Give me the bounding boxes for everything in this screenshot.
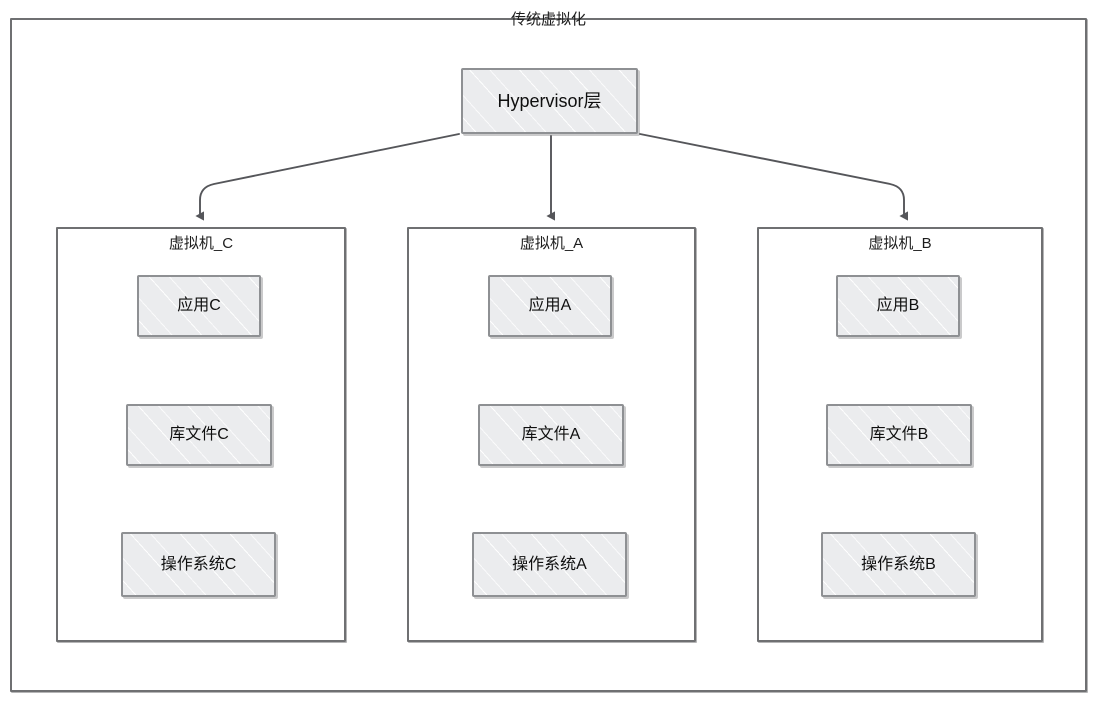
vm-container-1-title: 虚拟机_A bbox=[519, 235, 584, 252]
outer-container-traditional-virtualization: 传统虚拟化 bbox=[10, 11, 1087, 692]
vm-1-app-box: 应用A bbox=[488, 275, 612, 337]
outer-container-title: 传统虚拟化 bbox=[510, 11, 586, 28]
hypervisor-label: Hypervisor层 bbox=[497, 91, 602, 111]
vm-container-1: 虚拟机_A bbox=[407, 227, 696, 642]
vm-container-0: 虚拟机_C bbox=[56, 227, 346, 642]
vm-1-app-label: 应用A bbox=[528, 297, 572, 314]
vm-0-app-label: 应用C bbox=[177, 297, 221, 314]
vm-0-os-label: 操作系统C bbox=[160, 555, 237, 573]
hypervisor-box: Hypervisor层 bbox=[461, 68, 638, 134]
vm-2-app-label: 应用B bbox=[876, 297, 920, 314]
vm-container-2: 虚拟机_B bbox=[757, 227, 1043, 642]
vm-0-lib-label: 库文件C bbox=[169, 426, 229, 443]
vm-2-lib-label: 库文件B bbox=[869, 426, 929, 443]
vm-1-os-box: 操作系统A bbox=[472, 532, 627, 597]
vm-1-os-label: 操作系统A bbox=[512, 555, 587, 573]
vm-0-os-box: 操作系统C bbox=[121, 532, 276, 597]
vm-0-app-box: 应用C bbox=[137, 275, 261, 337]
vm-container-2-title: 虚拟机_B bbox=[868, 235, 932, 252]
vm-2-lib-box: 库文件B bbox=[826, 404, 972, 466]
vm-2-os-box: 操作系统B bbox=[821, 532, 976, 597]
vm-1-lib-label: 库文件A bbox=[521, 426, 581, 443]
vm-container-0-title: 虚拟机_C bbox=[168, 235, 234, 252]
vm-0-lib-box: 库文件C bbox=[126, 404, 272, 466]
vm-1-lib-box: 库文件A bbox=[478, 404, 624, 466]
vm-2-app-box: 应用B bbox=[836, 275, 960, 337]
vm-2-os-label: 操作系统B bbox=[861, 555, 936, 573]
